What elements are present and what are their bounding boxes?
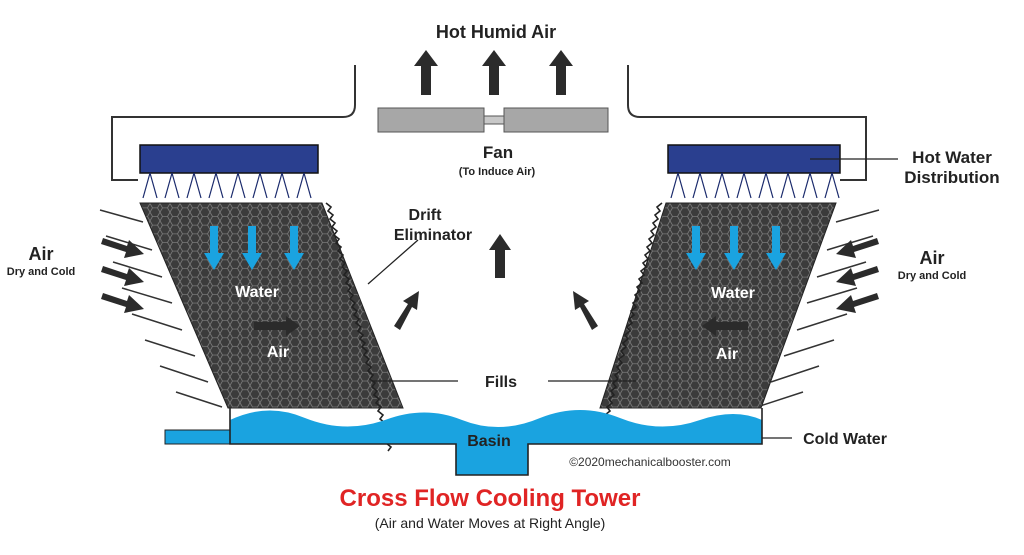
fan (377, 107, 609, 133)
up-arrow-icon (549, 50, 573, 95)
up-left-arrow-icon (573, 291, 598, 330)
cold-water-label: Cold Water (803, 431, 887, 448)
tower-casing-left (111, 65, 356, 181)
hot-air-arrows (414, 50, 573, 95)
water-label-left: Water (235, 284, 279, 301)
down-arrow-icon (724, 226, 744, 270)
air-in-arrows-left (101, 238, 144, 313)
down-arrow-icon (242, 226, 262, 270)
down-arrow-icon (766, 226, 786, 270)
right-arrow-icon (101, 238, 144, 258)
left-arrow-icon (836, 238, 879, 258)
left-arrow-icon (702, 316, 748, 336)
fills-label: Fills (485, 374, 517, 391)
down-arrow-icon (204, 226, 224, 270)
air-sub-label-right: Dry and Cold (898, 270, 966, 282)
basin (164, 408, 763, 476)
tower-casing-right (627, 65, 867, 181)
louvers-right (756, 209, 880, 408)
fan-label: Fan (483, 143, 513, 162)
drift-eliminator-right (597, 202, 663, 444)
louvers-left (99, 209, 223, 408)
air-label-right: Air (919, 248, 944, 268)
down-arrow-icon (284, 226, 304, 270)
fill-media-left (139, 202, 404, 409)
up-arrow-icon (414, 50, 438, 95)
spray-nozzles-right (670, 172, 840, 199)
left-arrow-icon (836, 266, 879, 286)
water-down-arrows-right (686, 226, 786, 270)
air-inner-label-right: Air (716, 346, 738, 363)
basin-label: Basin (467, 433, 511, 450)
up-arrow-icon (489, 234, 511, 278)
air-label-left: Air (28, 244, 53, 264)
down-arrow-icon (686, 226, 706, 270)
hot-water-label-line2: Distribution (904, 168, 999, 187)
right-arrow-icon (254, 316, 300, 336)
right-arrow-icon (101, 266, 144, 286)
up-arrow-icon (482, 50, 506, 95)
drift-label-line1: Drift (409, 207, 443, 224)
copyright-text: ©2020mechanicalbooster.com (569, 455, 731, 469)
up-right-arrow-icon (394, 291, 419, 330)
air-in-arrows-right (836, 238, 879, 313)
fan-sub-label: (To Induce Air) (459, 166, 536, 178)
caption-title: Cross Flow Cooling Tower (340, 485, 641, 512)
water-label-right: Water (711, 285, 755, 302)
water-down-arrows-left (204, 226, 304, 270)
drift-label-line2: Eliminator (394, 227, 472, 244)
spray-nozzles-left (142, 172, 312, 199)
caption-subtitle: (Air and Water Moves at Right Angle) (375, 515, 606, 531)
distribution-box-left (139, 144, 319, 174)
air-inner-label-left: Air (267, 344, 289, 361)
air-sub-label-left: Dry and Cold (7, 266, 75, 278)
drift-eliminator-left (325, 202, 393, 452)
hot-humid-air-label: Hot Humid Air (436, 22, 556, 42)
hot-water-label-line1: Hot Water (912, 148, 992, 167)
left-arrow-icon (836, 293, 879, 313)
right-arrow-icon (101, 293, 144, 313)
